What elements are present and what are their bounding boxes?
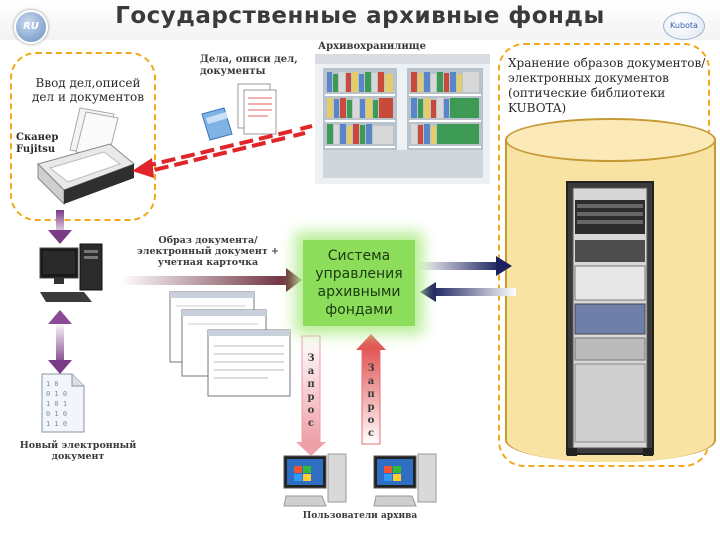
request-letter: о: [367, 415, 375, 426]
svg-text:0 1 0: 0 1 0: [46, 410, 67, 418]
software-screens-image: [169, 291, 291, 397]
organization-logo: RU: [14, 10, 48, 44]
storage-label: Хранение образов документов/электронных …: [508, 56, 706, 115]
image-label: Образ документа/электронный документ + у…: [136, 235, 280, 268]
kubota-logo: Kubota: [663, 12, 705, 40]
scanner-icon: [37, 107, 135, 206]
request-letter: с: [367, 428, 375, 439]
storage-cylinder-top: [505, 118, 716, 162]
request-left-label: З а п р о с: [302, 352, 320, 430]
svg-text:0 1 0: 0 1 0: [46, 390, 67, 398]
archive-shelves-image: [315, 54, 490, 184]
server-rack-icon: [566, 181, 654, 456]
request-letter: о: [307, 405, 315, 416]
input-label: Ввод дел,описей дел и документов: [32, 76, 144, 104]
documents-stack-icon: [201, 83, 277, 141]
svg-text:1 1 0: 1 1 0: [46, 420, 67, 428]
request-letter: З: [367, 363, 375, 374]
page-title: Государственные архивные фонды: [115, 3, 605, 29]
request-letter: п: [307, 379, 315, 390]
users-label: Пользователи архива: [302, 511, 418, 521]
svg-text:1 0: 1 0: [46, 380, 59, 388]
svg-text:1 0 1: 1 0 1: [46, 400, 67, 408]
request-letter: р: [367, 402, 375, 413]
archive-management-system-label: Система управления архивными фондами: [315, 248, 403, 318]
request-letter: а: [307, 366, 315, 377]
request-letter: п: [367, 389, 375, 400]
user-workstation-icon: [373, 453, 437, 507]
red-arrowhead: [132, 158, 154, 178]
new-document-label: Новый электронный документ: [19, 440, 137, 462]
input-zone: [10, 52, 156, 221]
request-letter: р: [307, 392, 315, 403]
request-right-label: З а п р о с: [362, 362, 380, 440]
request-letter: с: [307, 418, 315, 429]
desktop-computer-icon: [39, 243, 103, 302]
electronic-document-icon: 1 0 0 1 0 1 0 1 0 1 0 1 1 0: [41, 373, 85, 433]
cases-label: Дела, описи дел, документы: [200, 54, 298, 77]
scanner-label: Сканер Fujitsu: [16, 132, 59, 155]
header-bar: [0, 0, 720, 40]
archive-label: Архивохранилище: [318, 41, 426, 52]
user-workstation-icon: [283, 453, 347, 507]
request-letter: а: [367, 376, 375, 387]
request-letter: З: [307, 353, 315, 364]
red-dashed-arrow: [149, 124, 313, 173]
archive-management-system: Система управления архивными фондами: [303, 240, 415, 326]
